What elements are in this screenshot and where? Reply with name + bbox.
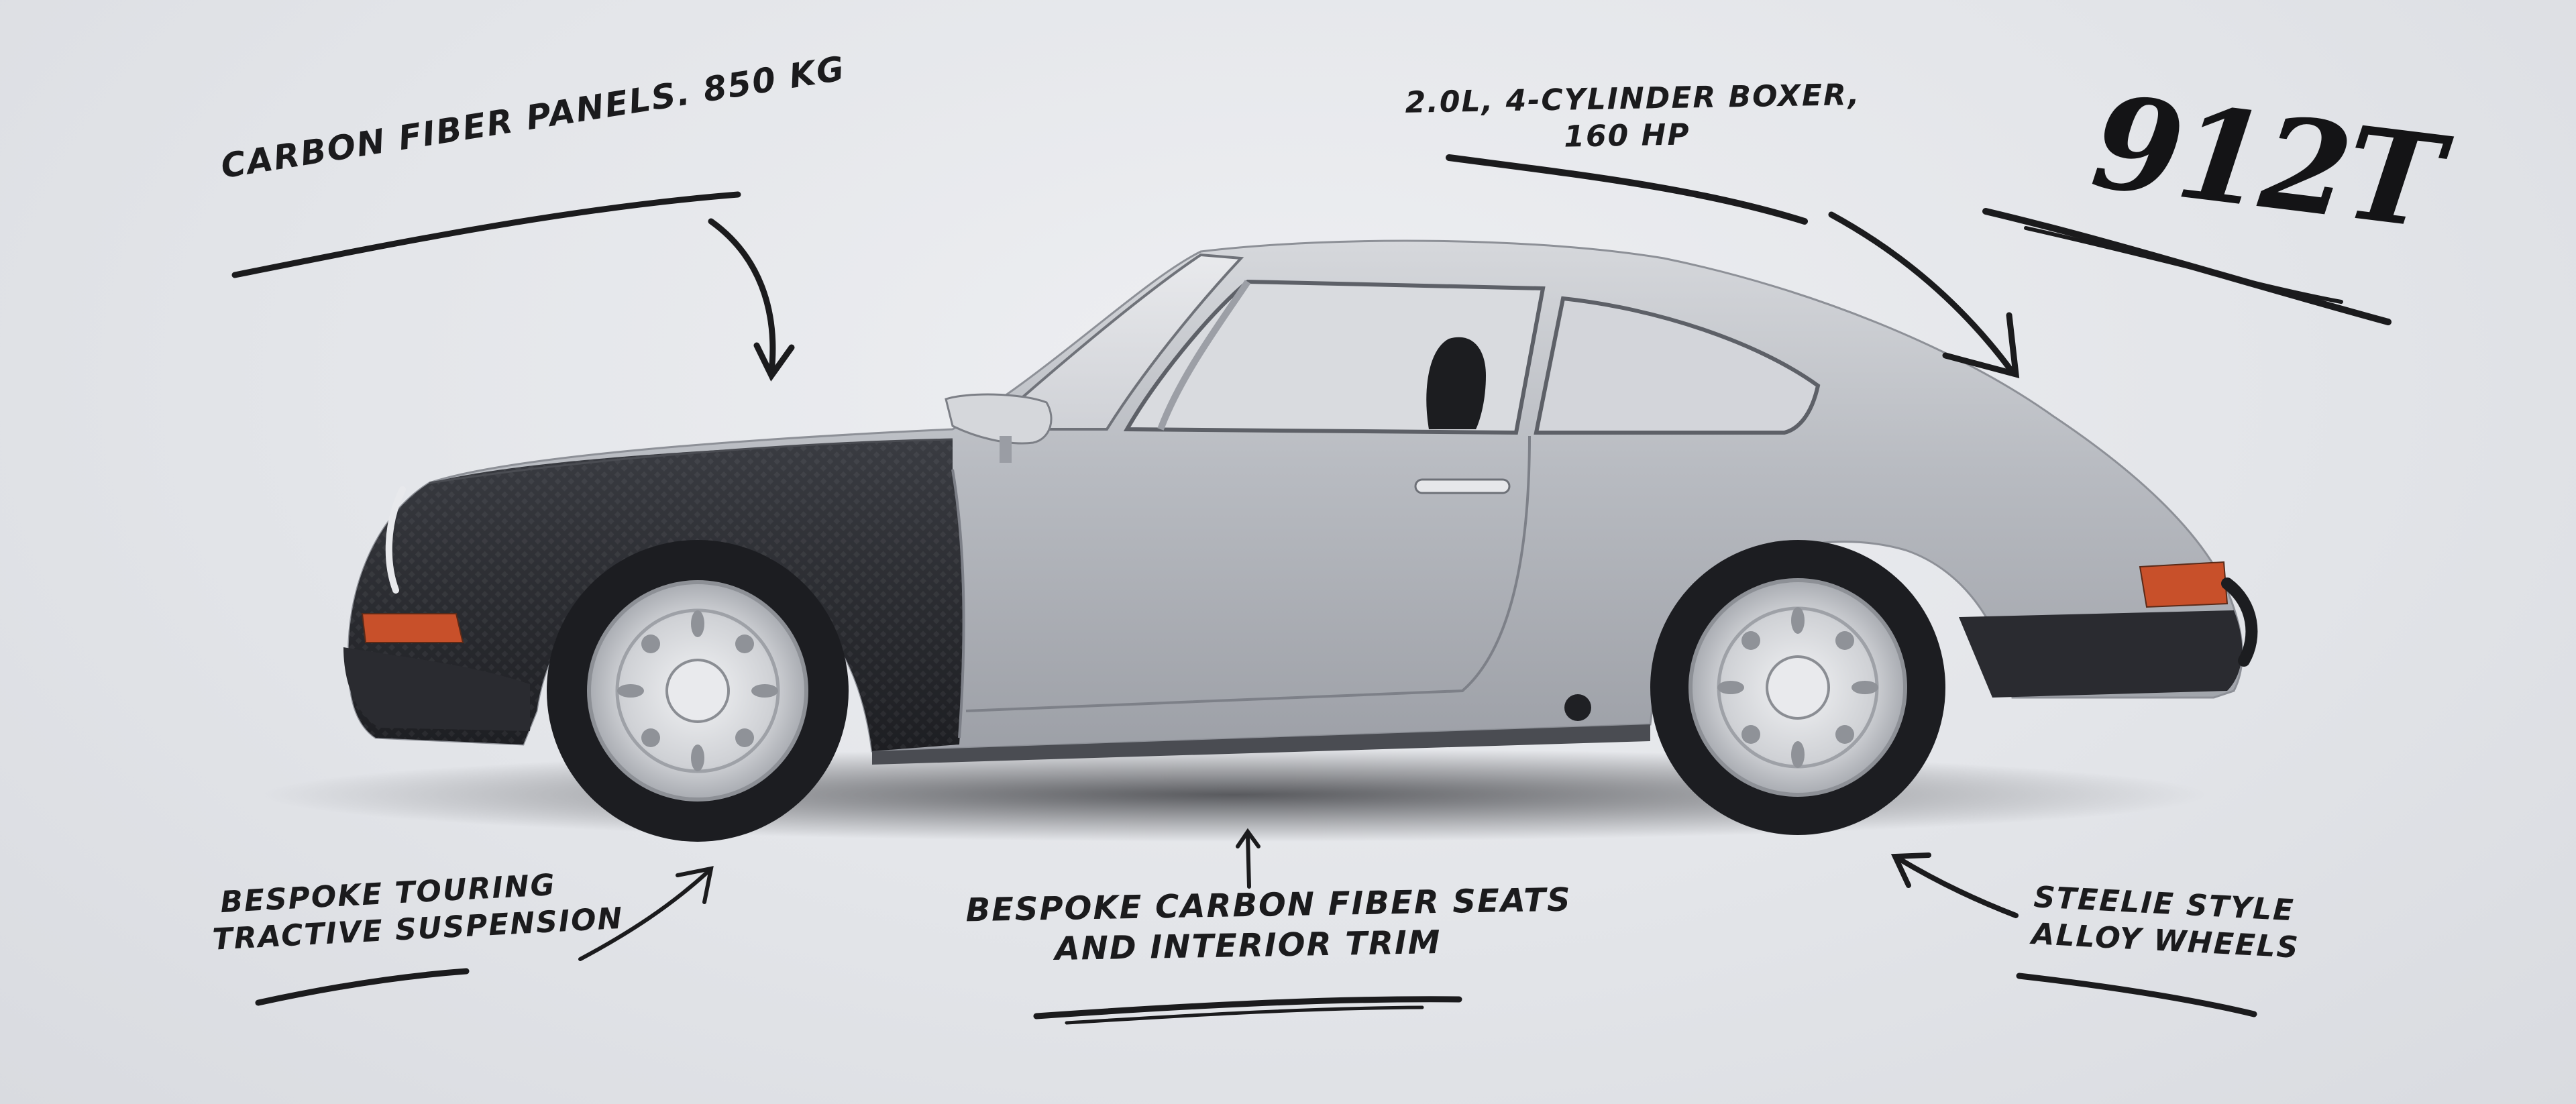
annotation-wheels: Steelie style alloy wheels [2031, 879, 2300, 966]
annotation-engine: 2.0L, 4-cylinder boxer, 160 HP [1405, 76, 1861, 158]
side-mirror [945, 393, 1053, 445]
curved-arrow-down-right-icon [1828, 211, 2016, 376]
windshield [982, 253, 1244, 431]
front-wheel [547, 540, 849, 842]
rocker-panel [872, 724, 1650, 765]
arrow-left-icon [1896, 856, 2019, 918]
underline-wheels [2016, 973, 2257, 1017]
annotation-engine-line2: 160 HP [1563, 117, 1691, 154]
curved-arrow-down-left-icon [708, 218, 776, 376]
underline-interior [1033, 996, 1462, 1019]
door-handle [1414, 478, 1511, 494]
headlight [385, 486, 406, 594]
front-indicator [361, 613, 464, 643]
rear-bumper [1959, 610, 2243, 698]
door-line [951, 469, 965, 738]
rear-tail-light [2139, 561, 2229, 608]
underline-suspension [255, 968, 470, 1006]
front-bumper [343, 647, 530, 731]
rear-side-window [1534, 296, 1821, 435]
underline-carbon-panels [231, 191, 741, 278]
annotation-engine-line1: 2.0L, 4-cylinder boxer, [1405, 77, 1861, 120]
seat [1426, 337, 1486, 429]
annotation-interior: Bespoke carbon fiber seats and interior … [965, 881, 1572, 971]
arrow-up-icon [1246, 833, 1251, 889]
underline-engine [1446, 154, 1808, 225]
rear-wheel [1650, 540, 1945, 835]
arrow-up-right-icon [578, 870, 710, 961]
fuel-cap [1564, 694, 1591, 721]
